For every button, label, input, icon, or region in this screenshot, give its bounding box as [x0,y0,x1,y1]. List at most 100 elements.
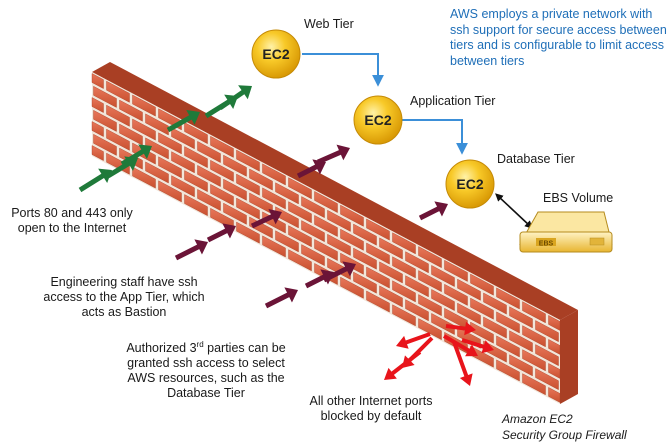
brick [288,249,312,272]
brick [145,137,169,160]
brick [314,239,338,261]
brick [197,141,221,163]
brick [93,85,117,108]
purple-arrow [296,159,327,179]
purple-arrow [264,287,299,309]
web-tier-node: EC2 [251,29,301,79]
brick [340,276,364,299]
web-tier-title: Web Tier [304,17,354,31]
firewall-brick-wall [91,62,578,404]
web-tier-node-label: EC2 [262,46,289,62]
purple-arrow [418,201,449,221]
brick [470,273,494,296]
brick [353,271,377,294]
db-tier-node-label: EC2 [456,176,483,192]
brick [522,325,546,348]
brick [106,80,130,103]
app-tier-node: EC2 [353,95,403,145]
brick [184,146,208,169]
brick [210,135,234,158]
brick [509,330,533,353]
brick [366,218,390,241]
brick [93,133,117,156]
brick [366,266,390,289]
ebs-badge-label: EBS [539,241,554,248]
caption-line-1: Amazon EC2 [502,412,573,426]
brick [106,128,130,151]
ebs-volume-title: EBS Volume [543,191,614,205]
brick [223,154,247,177]
red-arrow [396,332,431,349]
brick [353,223,377,246]
brick [106,104,130,127]
brick [457,278,481,301]
brick [418,270,442,293]
brick [132,94,156,117]
brick [353,247,377,270]
database-tier-title: Database Tier [497,152,575,166]
purple-arrow [250,208,283,229]
brick [301,220,325,243]
application-tier-title: Application Tier [410,94,496,108]
brick [366,242,390,265]
brick [327,209,351,232]
brick [405,275,429,298]
green-arrow [78,168,112,193]
brick [509,306,533,329]
wall-top-face [92,62,578,320]
brick [327,257,351,280]
db-tier-node: EC2 [445,159,495,209]
brick [418,294,442,317]
brick [197,165,221,187]
brick [210,159,234,182]
ebs-volume-icon: EBS [519,211,613,253]
brick [405,299,429,322]
brick [262,235,286,258]
brick [236,149,260,172]
third-party-access-label: Authorized 3rd parties can be granted ss… [122,337,290,401]
brick [314,215,338,237]
brick [535,320,559,343]
brick [405,251,429,274]
brick [184,122,208,145]
third-party-sup: rd [196,340,204,349]
brick [522,373,546,396]
brick [145,161,169,184]
blocked-ports-label: All other Internet ports blocked by defa… [309,394,433,423]
app-tier-node-label: EC2 [364,112,391,128]
brick [379,261,403,284]
brick [327,233,351,256]
brick [392,232,416,255]
traffic-arrows [78,85,494,386]
brick [496,335,520,358]
brick [91,97,104,113]
brick [145,113,169,136]
brick [392,304,416,327]
brick [223,202,247,225]
brick [184,170,208,193]
brick [158,156,182,179]
network-note: AWS employs a private network with ssh s… [450,7,667,68]
brick [470,297,494,320]
brick [91,73,104,89]
app-to-db-connector [398,119,468,155]
brick [431,265,455,287]
brick [535,368,559,391]
brick [392,280,416,303]
brick [223,178,247,201]
brick [132,166,156,189]
brick [392,256,416,279]
ports-open-label: Ports 80 and 443 only open to the Intern… [11,206,133,235]
brick [91,145,104,161]
green-arrow [166,109,200,133]
brick [275,182,299,205]
brick [91,121,104,137]
red-arrow [384,350,422,380]
brick [496,359,520,382]
purple-arrow [206,223,237,243]
brick [301,244,325,267]
brick [158,132,182,155]
purple-arrow [174,239,209,261]
brick [431,289,455,311]
